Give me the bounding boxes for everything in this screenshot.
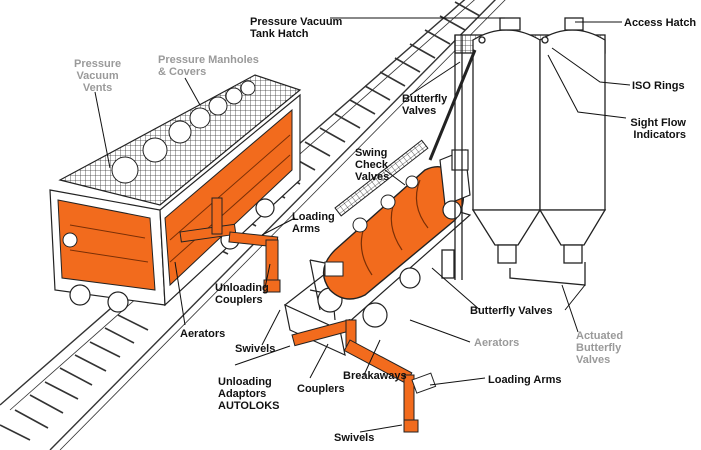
- label-actuated-butterfly-valves: Actuated Butterfly Valves: [576, 330, 624, 366]
- label-pressure-vacuum-tank-hatch: Pressure Vacuum Tank Hatch: [250, 16, 343, 40]
- label-aerators-right: Aerators: [474, 337, 520, 349]
- label-sight-flow-indicators: Sight Flow Indicators: [630, 117, 686, 141]
- pneumatic-tank: [322, 139, 464, 300]
- label-unloading-couplers: Unloading Couplers: [215, 282, 269, 306]
- label-loading-arms-upper: Loading Arms: [292, 211, 335, 235]
- rail-unloading-hose: [179, 197, 281, 293]
- label-couplers: Couplers: [297, 383, 345, 395]
- label-access-hatch: Access Hatch: [624, 17, 697, 29]
- label-iso-rings: ISO Rings: [632, 80, 685, 92]
- tank-hatches: [352, 175, 419, 233]
- label-swivels-lower: Swivels: [334, 432, 375, 444]
- label-pressure-vacuum-vents: Pressure Vacuum Vents: [74, 58, 122, 94]
- truck-unloading-hose: [291, 318, 437, 433]
- label-butterfly-valves-top: Butterfly Valves: [402, 93, 448, 117]
- label-breakaways: Breakaways: [343, 370, 407, 382]
- rail-hopper-car: [49, 74, 302, 313]
- label-butterfly-valves-lower: Butterfly Valves: [470, 305, 553, 317]
- pressure-manhole-covers: [111, 80, 256, 184]
- label-loading-arms-lower: Loading Arms: [488, 374, 562, 386]
- label-unloading-adaptors: Unloading Adaptors AUTOLOKS: [218, 376, 280, 412]
- storage-silos: [428, 17, 607, 286]
- label-aerators-left: Aerators: [180, 328, 226, 340]
- label-swing-check-valves: Swing Check Valves: [355, 147, 390, 183]
- label-pressure-manholes-covers: Pressure Manholes & Covers: [158, 54, 259, 78]
- label-swivels-upper: Swivels: [235, 343, 276, 355]
- callout-leader-lines: [94, 17, 631, 433]
